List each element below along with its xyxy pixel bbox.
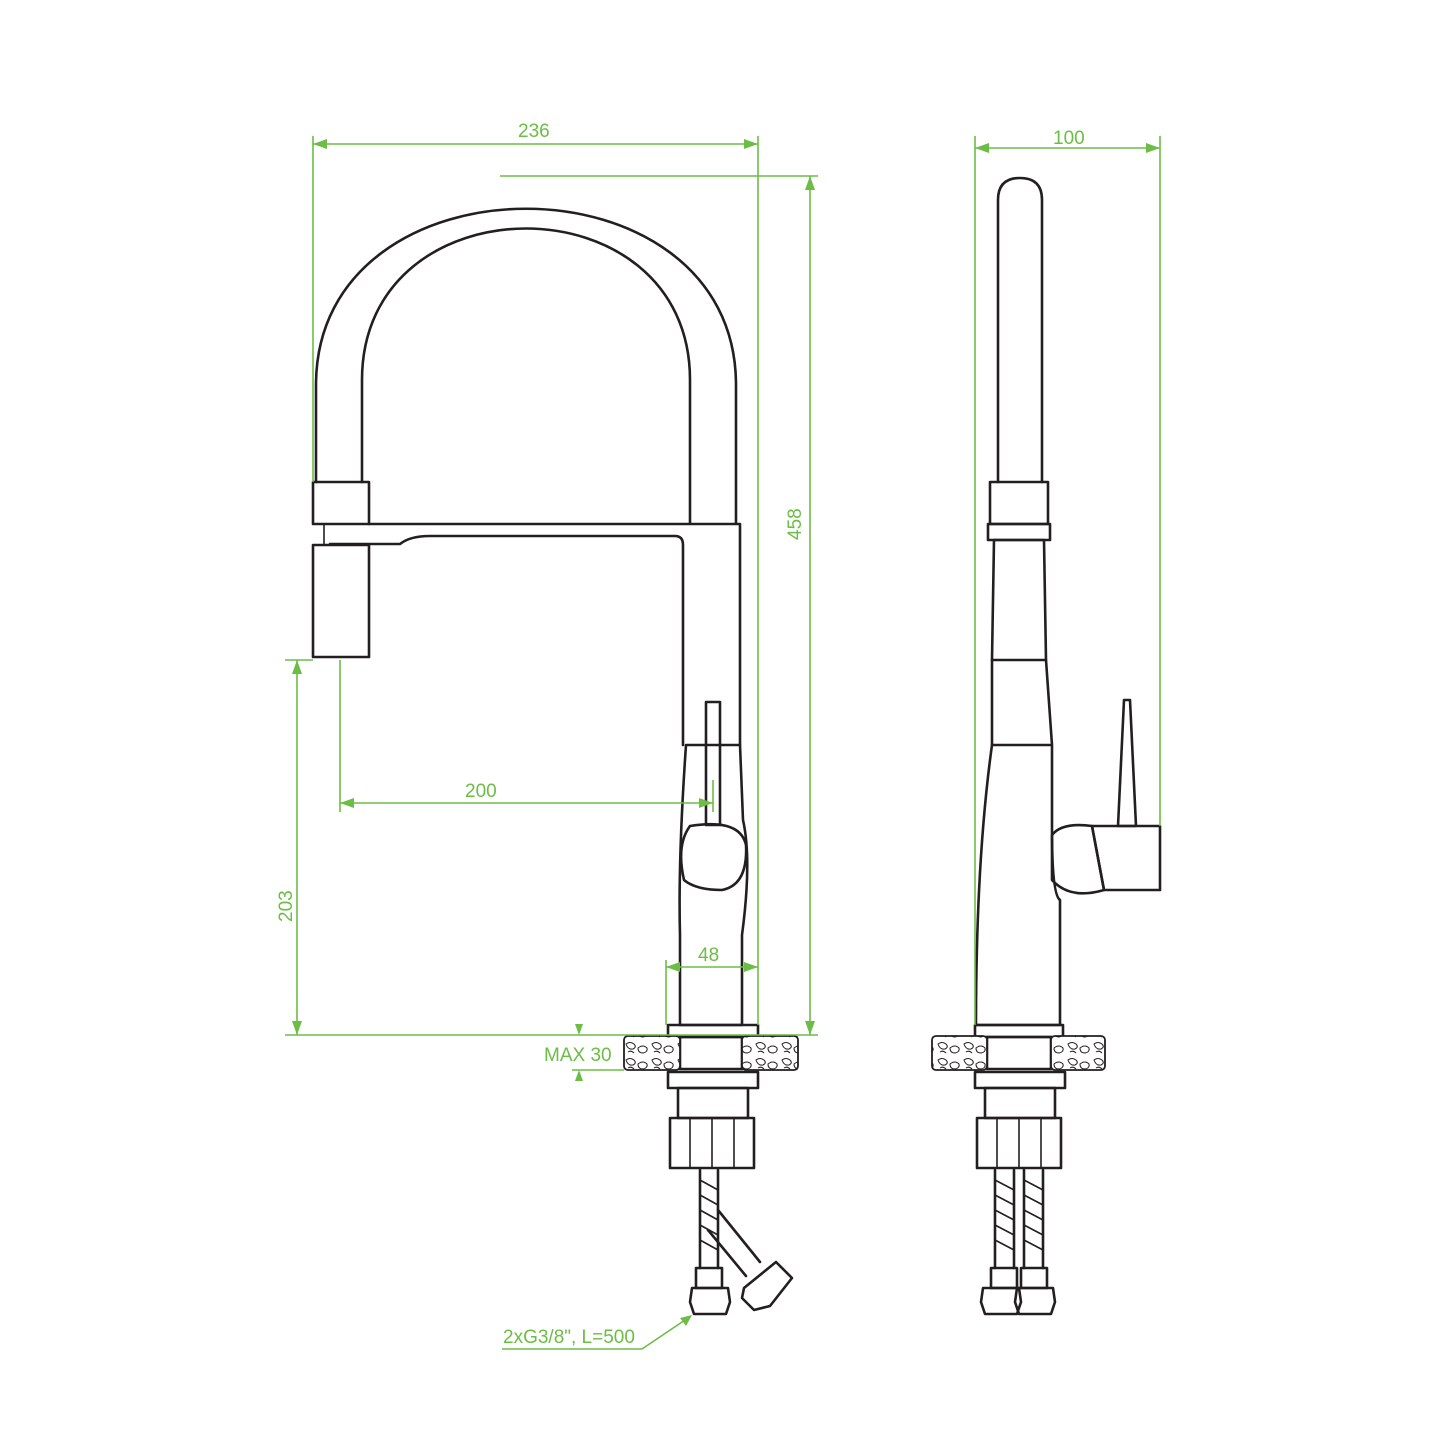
- side-mounting-shank: [985, 1035, 1053, 1071]
- dim-width-label: 236: [518, 121, 550, 142]
- side-collar-ring: [986, 522, 1052, 542]
- side-spout-tube: [996, 176, 1044, 484]
- front-washer: [666, 1070, 760, 1090]
- dim-458-arrow-top: [805, 176, 815, 190]
- dim-height-label: 458: [785, 508, 806, 540]
- dim-200-arrow-right: [699, 798, 713, 808]
- side-countertop-left-texture: [932, 1036, 987, 1070]
- side-dimensions: 100: [974, 128, 1161, 1025]
- hose-note-arrow: [680, 1315, 692, 1326]
- dim-100-arrow-right: [1146, 143, 1160, 153]
- front-spout-inner-arch: [360, 227, 692, 525]
- front-horizontal-arm: [367, 522, 742, 747]
- dim-203-arrow-bottom: [292, 1021, 302, 1035]
- side-dim-width-label: 100: [1053, 128, 1085, 149]
- dim-236-arrow-right: [744, 139, 758, 149]
- dim-48-arrow-left: [666, 962, 680, 972]
- front-thread: [676, 1086, 750, 1120]
- side-collar: [988, 480, 1050, 526]
- front-view: [311, 207, 799, 1316]
- dim-max30-arrow-top: [575, 1024, 583, 1035]
- front-hose-straight: [698, 1168, 720, 1270]
- front-lever-knob: [679, 822, 748, 892]
- side-hose-nut-1: [989, 1266, 1019, 1290]
- hose-note-leader: [641, 1317, 689, 1350]
- dim-458-arrow-bottom: [805, 1021, 815, 1035]
- front-hose-hex-1: [688, 1286, 732, 1316]
- front-hose-hex-2: [740, 1260, 794, 1312]
- side-lever-base: [1090, 824, 1162, 892]
- dim-base-label: 48: [698, 945, 719, 966]
- hose-note-label: 2xG3/8", L=500: [503, 1327, 635, 1348]
- side-cartridge: [1050, 823, 1106, 895]
- front-mounting-shank: [678, 1035, 744, 1071]
- dim-48-arrow-right: [744, 962, 758, 972]
- front-spray-head: [311, 543, 371, 659]
- dim-200-arrow-left: [340, 798, 354, 808]
- side-spray-head: [990, 538, 1048, 662]
- side-hose-nut-2: [1019, 1266, 1049, 1290]
- front-arm-underside: [328, 534, 685, 747]
- side-hose-hex-2: [1013, 1286, 1057, 1316]
- side-countertop-right-texture: [1051, 1036, 1105, 1070]
- dim-100-arrow-left: [975, 143, 989, 153]
- front-countertop-left-texture: [624, 1036, 680, 1070]
- side-washer: [973, 1070, 1067, 1090]
- dim-236-arrow-left: [313, 139, 327, 149]
- front-hose-bent: [706, 1208, 762, 1278]
- front-hose-nut-1: [694, 1266, 724, 1290]
- dim-max30-arrow-bottom: [575, 1070, 583, 1081]
- front-countertop-right-texture: [742, 1036, 798, 1070]
- dim-203-arrow-top: [292, 660, 302, 674]
- front-spout-collar: [311, 480, 371, 526]
- dim-reach-label: 200: [465, 781, 497, 802]
- front-dimensions: 236 458 203 200 48 MAX 30: [276, 121, 818, 1350]
- side-view: [931, 176, 1162, 1316]
- front-spout-outer-arch: [314, 207, 738, 525]
- side-mounting-flange: [973, 1023, 1065, 1039]
- side-thread: [983, 1086, 1057, 1120]
- dim-max-thickness-label: MAX 30: [544, 1045, 612, 1066]
- side-body: [974, 658, 1062, 1027]
- dim-spout-height-label: 203: [276, 890, 297, 922]
- side-hoses: [993, 1168, 1045, 1270]
- side-hose-braid: [994, 1179, 1044, 1251]
- side-lever-handle: [1116, 698, 1138, 828]
- front-hose-braid-straight: [699, 1179, 719, 1251]
